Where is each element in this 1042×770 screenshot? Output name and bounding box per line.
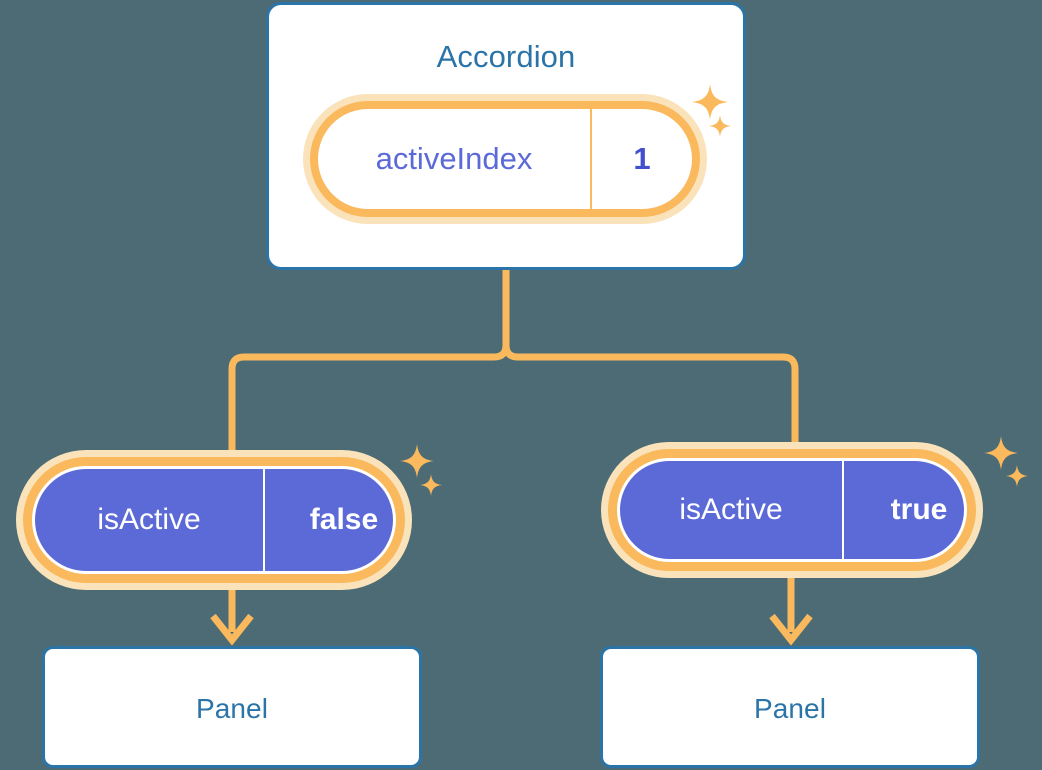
state-key-label: activeIndex bbox=[375, 141, 533, 176]
pill-body: isActive false bbox=[32, 466, 396, 574]
sparkle-icon bbox=[420, 474, 442, 496]
pill-divider bbox=[263, 469, 265, 571]
state-key-label: isActive bbox=[679, 493, 783, 526]
pill-divider bbox=[842, 461, 844, 559]
panel-card-right[interactable]: Panel bbox=[600, 646, 980, 768]
sparkle-icon bbox=[1006, 465, 1028, 487]
panel-title: Panel bbox=[753, 693, 827, 724]
branch-to-right-state bbox=[502, 266, 799, 450]
state-pill-active-index[interactable]: activeIndex 1 bbox=[303, 94, 707, 224]
arrow-head-left bbox=[210, 613, 254, 646]
pill-inner: isActive false bbox=[35, 469, 393, 571]
accordion-title: Accordion bbox=[436, 39, 576, 74]
state-key-label: isActive bbox=[97, 503, 201, 536]
state-value-label: 1 bbox=[633, 141, 651, 176]
arrow-head-right bbox=[769, 613, 813, 646]
branch-to-left-state bbox=[228, 266, 510, 456]
sparkle-icon bbox=[692, 84, 728, 120]
state-value-label: false bbox=[309, 503, 379, 536]
panel-title: Panel bbox=[195, 693, 269, 724]
state-value-label: true bbox=[890, 493, 948, 526]
sparkle-icon bbox=[984, 436, 1018, 470]
state-pill-is-active-true[interactable]: isActive true bbox=[601, 442, 983, 578]
sparkle-icon bbox=[709, 115, 731, 137]
pill-inner: isActive true bbox=[620, 461, 964, 559]
state-pill-is-active-false[interactable]: isActive false bbox=[16, 450, 412, 590]
panel-card-left[interactable]: Panel bbox=[42, 646, 422, 768]
sparkle-icon bbox=[400, 444, 434, 478]
pill-body: isActive true bbox=[617, 458, 967, 562]
pill-divider bbox=[590, 109, 592, 209]
pill-body: activeIndex 1 bbox=[318, 109, 692, 209]
